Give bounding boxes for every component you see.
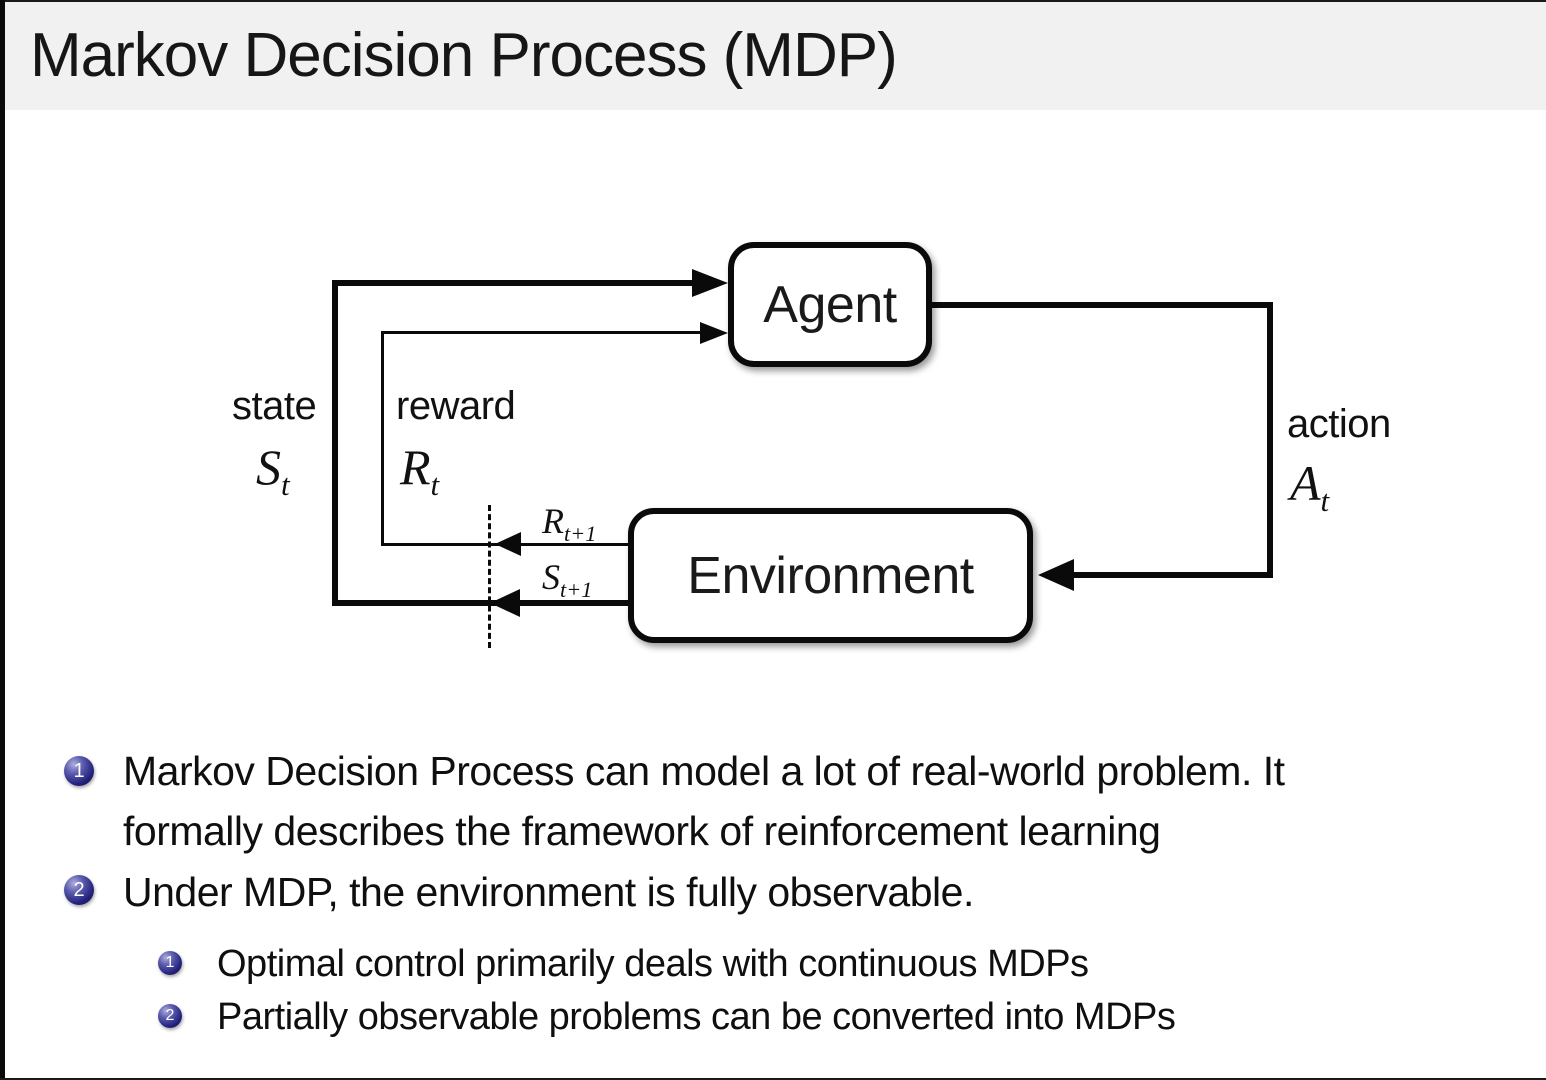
action-symbol: At	[1290, 454, 1329, 519]
state-label: state	[232, 384, 317, 428]
reward-symbol: Rt	[400, 438, 439, 503]
agent-box: Agent	[728, 242, 932, 367]
bullet-2-ball: 2	[64, 875, 94, 905]
title-bar: Markov Decision Process (MDP)	[0, 0, 1546, 110]
state-next-symbol-sub: t+1	[560, 577, 593, 603]
action-arrowhead-into-environment	[1038, 559, 1074, 591]
reward-next-symbol: Rt+1	[542, 500, 596, 547]
action-line-bottom	[1070, 572, 1273, 578]
frame-bottom-border	[0, 1078, 1546, 1080]
reward-line-vertical	[381, 331, 384, 545]
slide-title: Markov Decision Process (MDP)	[30, 21, 898, 90]
reward-symbol-base: R	[400, 439, 431, 495]
sub-bullet-2-ball: 2	[158, 1004, 182, 1028]
reward-next-symbol-base: R	[542, 501, 564, 541]
state-line-bottom	[332, 600, 632, 606]
reward-label: reward	[396, 384, 516, 428]
reward-next-arrowhead	[495, 532, 521, 556]
bullet-1-ball: 1	[64, 756, 94, 786]
sub-bullet-1-text: Optimal control primarily deals with con…	[217, 943, 1089, 985]
reward-line-top	[381, 331, 700, 334]
reward-next-symbol-sub: t+1	[564, 521, 597, 547]
sub-bullet-2-text: Partially observable problems can be con…	[217, 996, 1176, 1038]
frame-left-border	[0, 0, 5, 1080]
state-line-vertical	[332, 280, 338, 606]
state-arrowhead-into-agent	[692, 269, 728, 297]
action-symbol-base: A	[1290, 455, 1321, 511]
environment-box: Environment	[628, 508, 1033, 643]
state-symbol: St	[256, 438, 290, 503]
action-symbol-sub: t	[1320, 483, 1330, 518]
action-line-top	[926, 302, 1273, 308]
action-line-vertical	[1267, 302, 1273, 578]
frame-top-border	[0, 0, 1546, 2]
reward-arrowhead-into-agent	[700, 322, 728, 344]
state-next-symbol-base: S	[542, 557, 560, 597]
state-symbol-base: S	[256, 439, 281, 495]
bullet-2-line-1: Under MDP, the environment is fully obse…	[123, 869, 974, 915]
reward-symbol-sub: t	[430, 467, 440, 502]
bullet-1-line-2: formally describes the framework of rein…	[123, 808, 1161, 854]
state-next-symbol: St+1	[542, 556, 592, 603]
state-line-top	[332, 280, 692, 286]
action-label: action	[1287, 402, 1391, 446]
environment-box-label: Environment	[687, 546, 974, 605]
time-step-dashed-line	[488, 505, 491, 648]
agent-box-label: Agent	[763, 275, 897, 334]
state-next-arrowhead	[490, 589, 520, 617]
sub-bullet-1-ball: 1	[158, 951, 182, 975]
state-symbol-sub: t	[281, 467, 290, 502]
bullet-1-line-1: Markov Decision Process can model a lot …	[123, 748, 1285, 794]
